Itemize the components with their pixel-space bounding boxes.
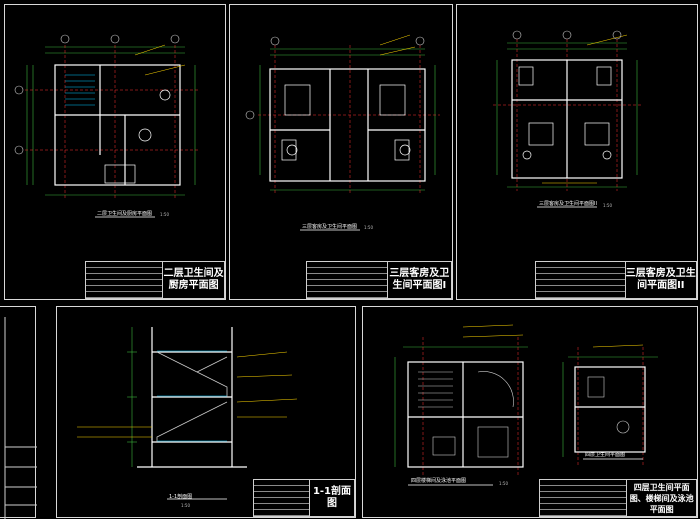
sheet-title: 三层客房及卫生间平面图II (625, 268, 696, 291)
sheet-title: 1-1剖面图 (312, 486, 352, 509)
plan-caption: 三层客房及卫生间平面图II (539, 201, 597, 207)
sheet-title: 二层卫生间及厨房平面图 (163, 268, 224, 291)
title-block-grid (307, 262, 388, 298)
title-block: 三层客房及卫生间平面图I (306, 261, 452, 299)
title-block: 1-1剖面图 (253, 479, 355, 517)
drawing-sheet-4[interactable]: 1-1剖面图 1:50 1-1剖面图 (56, 306, 356, 518)
drawing-sheet-2[interactable]: 三层客房及卫生间平面图 1:50 三层客房及卫生间平面图I (229, 4, 453, 300)
floor-plan-2 (245, 34, 440, 231)
title-block-grid (254, 480, 310, 516)
floor-plan-5 (394, 324, 658, 486)
plan-caption: 三层客房及卫生间平面图 (302, 224, 358, 230)
plan-caption: 四层楼梯间及泳池平面图 (411, 478, 467, 484)
plan-scale: 1:50 (160, 212, 169, 217)
drawing-sheet-3[interactable]: 三层客房及卫生间平面图II 1:50 三层客房及卫生间平面图II (456, 4, 698, 300)
plan-caption: 二层卫生间及厨房平面图 (97, 211, 153, 217)
sheet-title: 四层卫生间平面图、楼梯间及泳池平面图 (629, 482, 694, 514)
sheet-title: 三层客房及卫生间平面图I (389, 268, 450, 291)
drawing-sheet-1[interactable]: 二层卫生间及厨房平面图 1:50 二层卫生间及厨房平面图 (4, 4, 226, 300)
partial-titleblock-lines (4, 317, 37, 519)
title-block: 三层客房及卫生间平面图II (535, 261, 697, 299)
title-block-grid (536, 262, 626, 298)
floor-plan-3 (493, 30, 641, 208)
plan-caption-2: 四层卫生间平面图 (585, 452, 626, 458)
section-scale: 1:50 (181, 503, 190, 508)
drawing-sheet-5[interactable]: 四层楼梯间及泳池平面图 四层卫生间平面图 1:50 四层卫生间平面图、楼梯间及泳… (362, 306, 698, 518)
drawing-sheet-partial-left[interactable] (0, 306, 37, 519)
title-block: 四层卫生间平面图、楼梯间及泳池平面图 (539, 479, 697, 517)
title-block: 二层卫生间及厨房平面图 (85, 261, 225, 299)
plan-scale: 1:50 (499, 481, 508, 486)
title-block-grid (540, 480, 628, 516)
floor-plan-1 (14, 34, 200, 218)
plan-scale: 1:50 (364, 225, 373, 230)
section-caption: 1-1剖面图 (169, 494, 193, 500)
plan-scale: 1:50 (603, 203, 612, 208)
title-block-grid (86, 262, 164, 298)
section-drawing (77, 327, 298, 500)
